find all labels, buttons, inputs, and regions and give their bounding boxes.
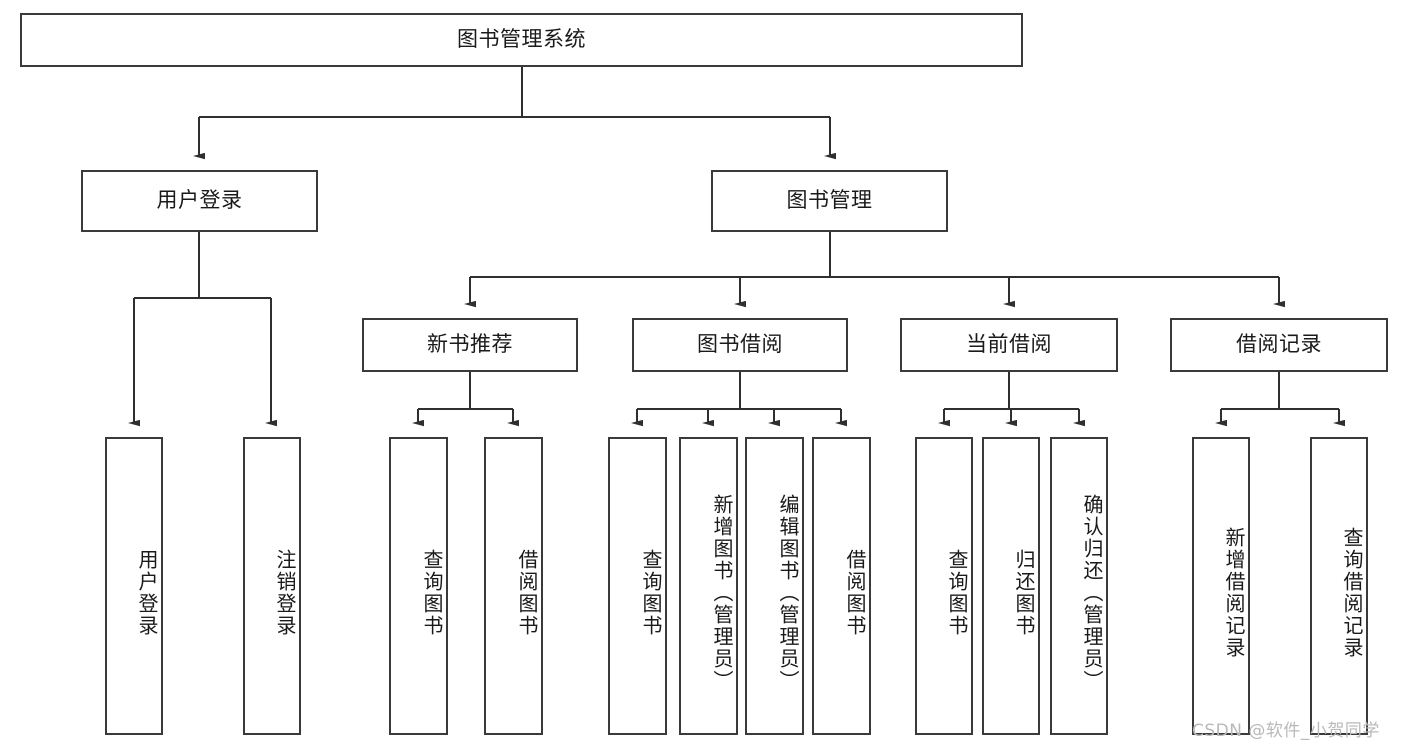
node-label: 查询图书 bbox=[639, 549, 663, 637]
node-label: 注销登录 bbox=[273, 549, 297, 637]
node-label: 当前借阅 bbox=[966, 332, 1052, 357]
node-label: 图书借阅 bbox=[697, 332, 783, 357]
node-label: 确认归还（管理员） bbox=[1080, 494, 1104, 692]
node-label: 查询借阅记录 bbox=[1340, 527, 1364, 659]
node-label: 图书管理系统 bbox=[457, 27, 586, 52]
node-leaf-borrow-book[interactable]: 借阅图书 bbox=[812, 437, 871, 735]
node-label: 新增图书（管理员） bbox=[710, 494, 734, 692]
node-leaf-logout[interactable]: 注销登录 bbox=[243, 437, 301, 735]
node-leaf-confirm-return-admin[interactable]: 确认归还（管理员） bbox=[1050, 437, 1108, 735]
node-current-borrow[interactable]: 当前借阅 bbox=[900, 318, 1118, 372]
node-user-login[interactable]: 用户登录 bbox=[81, 170, 318, 232]
node-label: 新增借阅记录 bbox=[1222, 527, 1246, 659]
node-root-system[interactable]: 图书管理系统 bbox=[20, 13, 1023, 67]
node-leaf-edit-book-admin[interactable]: 编辑图书（管理员） bbox=[745, 437, 804, 735]
node-label: 用户登录 bbox=[156, 188, 243, 213]
node-new-book-recommend[interactable]: 新书推荐 bbox=[362, 318, 578, 372]
node-leaf-add-borrow-record[interactable]: 新增借阅记录 bbox=[1192, 437, 1250, 735]
node-leaf-query-borrow-record[interactable]: 查询借阅记录 bbox=[1310, 437, 1368, 735]
node-book-borrow[interactable]: 图书借阅 bbox=[632, 318, 848, 372]
node-label: 图书管理 bbox=[786, 188, 873, 213]
node-borrow-record[interactable]: 借阅记录 bbox=[1170, 318, 1388, 372]
node-label: 用户登录 bbox=[135, 549, 159, 637]
node-label: 查询图书 bbox=[420, 549, 444, 637]
node-leaf-add-book-admin[interactable]: 新增图书（管理员） bbox=[679, 437, 738, 735]
node-leaf-query-book-recommend[interactable]: 查询图书 bbox=[389, 437, 448, 735]
node-label: 新书推荐 bbox=[427, 332, 513, 357]
node-label: 查询图书 bbox=[945, 549, 969, 637]
node-leaf-borrow-book-recommend[interactable]: 借阅图书 bbox=[484, 437, 543, 735]
node-leaf-query-book-current[interactable]: 查询图书 bbox=[915, 437, 973, 735]
node-label: 归还图书 bbox=[1012, 549, 1036, 637]
node-leaf-query-book-borrow[interactable]: 查询图书 bbox=[608, 437, 667, 735]
node-leaf-user-login[interactable]: 用户登录 bbox=[105, 437, 163, 735]
node-label: 编辑图书（管理员） bbox=[776, 494, 800, 692]
node-label: 借阅图书 bbox=[843, 549, 867, 637]
node-label: 借阅图书 bbox=[515, 549, 539, 637]
node-book-management[interactable]: 图书管理 bbox=[711, 170, 948, 232]
node-leaf-return-book[interactable]: 归还图书 bbox=[982, 437, 1040, 735]
csdn-watermark: CSDN @软件_小贺同学 bbox=[1192, 721, 1380, 741]
node-label: 借阅记录 bbox=[1236, 332, 1322, 357]
